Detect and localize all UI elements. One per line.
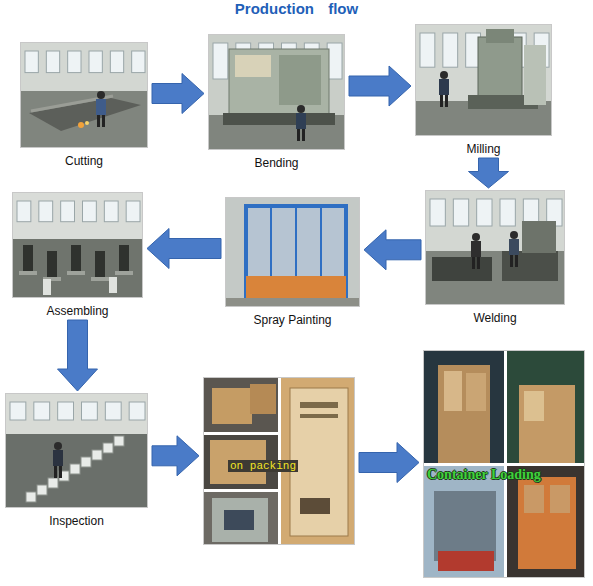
photo-illustration <box>21 43 148 148</box>
process-step: Assembling <box>12 192 143 318</box>
diagram-title: Production flow <box>0 0 593 17</box>
process-step: Container Loading <box>423 350 585 578</box>
flow-arrow <box>152 436 199 476</box>
step-caption: Bending <box>208 156 345 170</box>
process-step: Spray Painting <box>225 197 360 327</box>
photo-illustration <box>426 191 565 305</box>
flow-arrow <box>147 229 221 269</box>
flow-arrow <box>469 158 509 188</box>
process-step: Bending <box>208 34 345 170</box>
photo-label: on packing <box>228 460 298 472</box>
photo-illustration <box>416 25 552 136</box>
process-photo <box>20 42 148 148</box>
process-photo <box>225 197 360 307</box>
process-photo <box>425 190 565 305</box>
photo-illustration <box>226 198 360 307</box>
step-caption: Cutting <box>20 154 148 168</box>
photo-illustration <box>424 351 585 578</box>
step-caption: Assembling <box>12 304 143 318</box>
process-photo <box>12 192 143 298</box>
process-photo: on packing <box>203 377 355 545</box>
process-photo: Container Loading <box>423 350 585 578</box>
process-step: Milling <box>415 24 552 156</box>
photo-label: Container Loading <box>427 467 541 483</box>
flow-arrow <box>364 230 421 270</box>
process-step: on packing <box>203 377 355 545</box>
process-step: Inspection <box>5 393 148 528</box>
photo-illustration <box>13 193 143 298</box>
photo-illustration <box>6 394 148 508</box>
flow-arrow <box>58 320 98 391</box>
flow-arrow <box>359 443 419 483</box>
step-caption: Milling <box>415 142 552 156</box>
process-photo <box>415 24 552 136</box>
step-caption: Spray Painting <box>225 313 360 327</box>
process-photo <box>5 393 148 508</box>
flow-arrow <box>349 66 411 106</box>
flow-arrow <box>152 74 204 114</box>
photo-illustration <box>209 35 345 150</box>
step-caption: Welding <box>425 311 565 325</box>
step-caption: Inspection <box>5 514 148 528</box>
process-step: Welding <box>425 190 565 325</box>
process-step: Cutting <box>20 42 148 168</box>
process-photo <box>208 34 345 150</box>
